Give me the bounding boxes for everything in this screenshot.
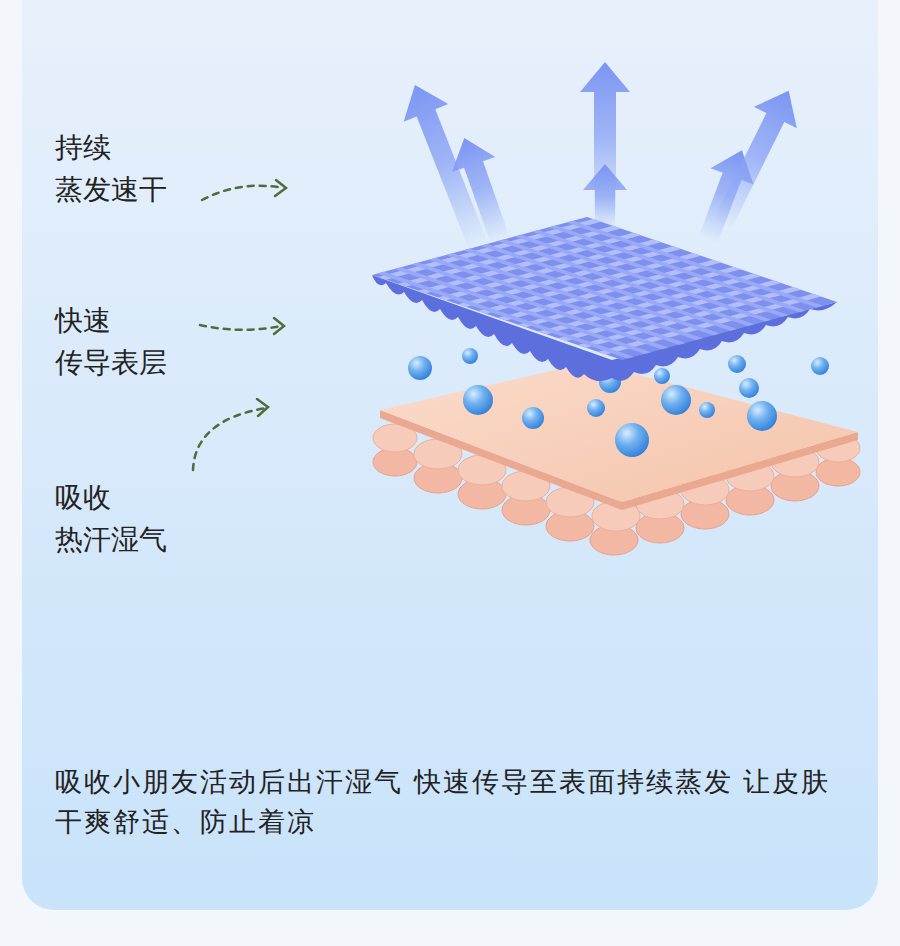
feature-label: 吸收 热汗湿气: [55, 477, 167, 561]
dashed-pointers: [193, 180, 286, 470]
feature-label: 快速 传导表层: [55, 300, 167, 384]
caption: 吸收小朋友活动后出汗湿气 快速传导至表面持续蒸发 让皮肤干爽舒适、防止着凉: [55, 762, 845, 842]
skin-layer: [373, 362, 860, 555]
panel: [22, 0, 878, 910]
feature-label: 持续 蒸发速干: [55, 127, 167, 211]
woven-mesh: [372, 217, 837, 381]
